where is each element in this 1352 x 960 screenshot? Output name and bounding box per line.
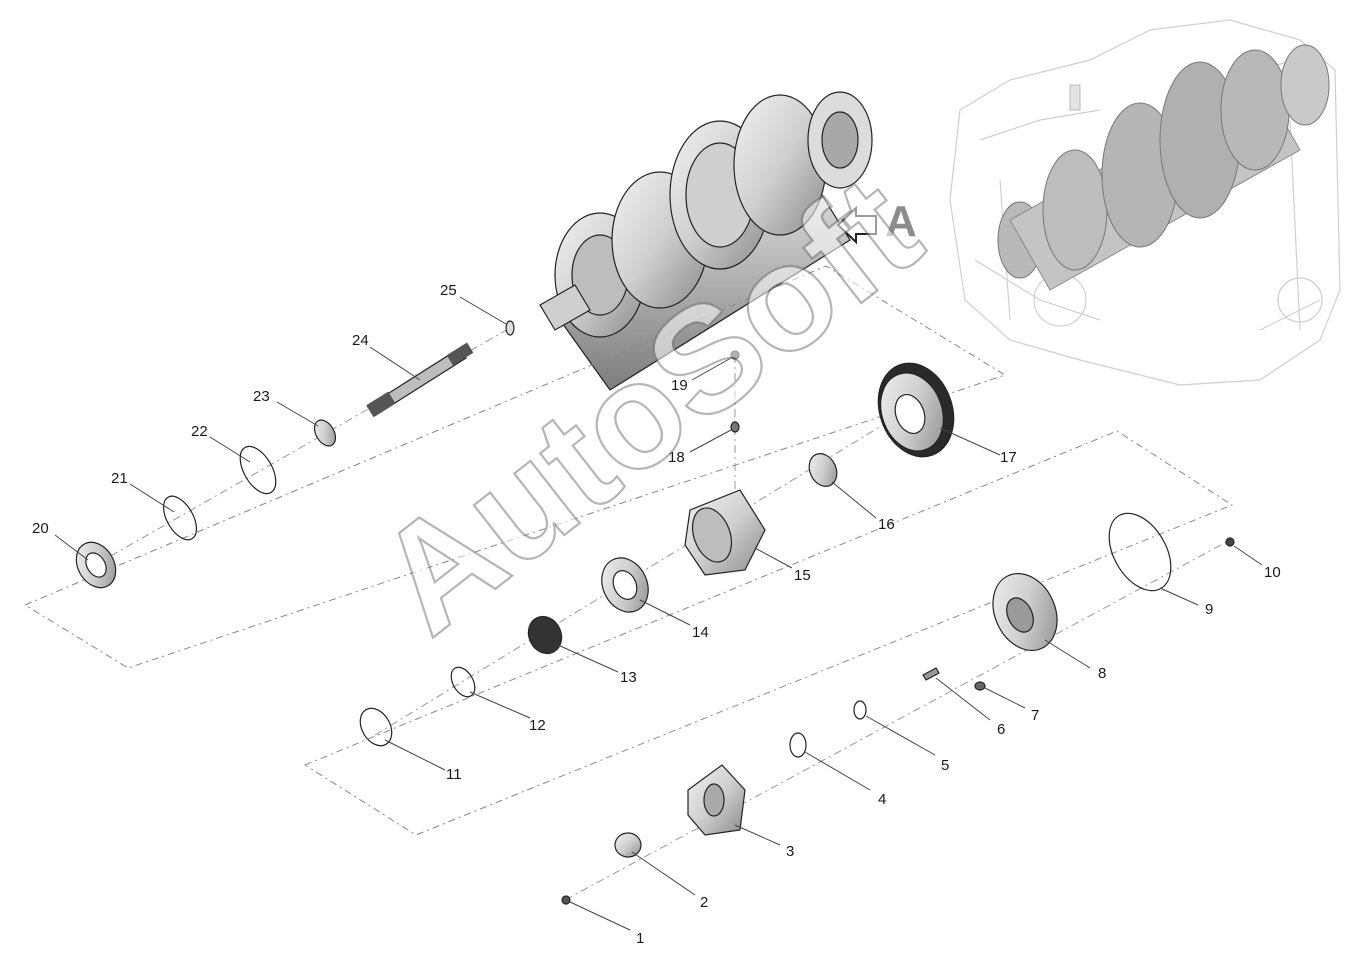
part-labels: 1 2 3 4 5 6 7 8 9 10 11 12 13 14 15 16 1… — [32, 282, 1281, 947]
view-label: A — [885, 197, 917, 246]
part-label-10: 10 — [1264, 564, 1281, 581]
part-label-14: 14 — [692, 624, 709, 641]
part-6-pin — [922, 667, 940, 681]
part-4-ring — [789, 732, 807, 758]
part-label-25: 25 — [440, 282, 457, 299]
axis-middle — [374, 389, 941, 736]
part-label-19: 19 — [671, 377, 688, 394]
part-label-18: 18 — [668, 449, 685, 466]
part-25-small-ring — [505, 320, 515, 336]
part-12-ring — [450, 666, 476, 698]
part-label-15: 15 — [794, 567, 811, 584]
axis-lower — [564, 539, 1231, 901]
part-21-snap-ring — [162, 495, 198, 541]
part-15-housing — [684, 489, 766, 576]
part-7-bolt — [974, 681, 986, 691]
part-13-sleeve — [527, 615, 563, 655]
part-label-3: 3 — [786, 843, 794, 860]
part-label-4: 4 — [878, 791, 886, 808]
part-17-gear — [877, 362, 955, 458]
part-label-20: 20 — [32, 520, 49, 537]
part-label-22: 22 — [191, 423, 208, 440]
part-18-pin — [730, 421, 740, 433]
part-3-flange — [687, 764, 746, 836]
part-label-1: 1 — [636, 930, 644, 947]
part-19-bolt — [730, 350, 740, 360]
part-label-17: 17 — [1000, 449, 1017, 466]
leader-lines — [54, 296, 1263, 931]
part-20-bearing — [75, 541, 117, 589]
part-label-9: 9 — [1205, 601, 1213, 618]
part-label-2: 2 — [700, 894, 708, 911]
part-1-nut — [561, 895, 571, 905]
part-2-cap — [614, 832, 642, 858]
part-8-cover — [992, 572, 1058, 652]
background-housing-assembly — [949, 19, 1341, 386]
part-16-bushing — [808, 453, 838, 487]
part-label-13: 13 — [620, 669, 637, 686]
group-frame-lower — [303, 430, 1234, 836]
view-a-arrow-icon — [836, 205, 877, 245]
part-label-5: 5 — [941, 757, 949, 774]
part-label-23: 23 — [253, 388, 270, 405]
part-label-21: 21 — [111, 470, 128, 487]
part-label-16: 16 — [878, 516, 895, 533]
part-11-seal — [359, 707, 393, 747]
part-label-7: 7 — [1031, 707, 1039, 724]
part-14-bearing — [601, 557, 649, 613]
part-label-12: 12 — [529, 717, 546, 734]
part-5-ring — [853, 700, 867, 720]
part-10-bolt — [1225, 537, 1235, 547]
part-label-6: 6 — [997, 721, 1005, 738]
part-label-8: 8 — [1098, 665, 1106, 682]
part-24-shaft — [366, 342, 474, 418]
group-frame-upper — [23, 265, 1007, 669]
part-9-gasket — [1108, 512, 1172, 592]
part-label-24: 24 — [352, 332, 369, 349]
part-label-11: 11 — [446, 766, 462, 783]
part-22-ring — [239, 445, 277, 495]
main-shaft-assembly — [539, 91, 873, 391]
part-23-bushing — [313, 419, 337, 447]
